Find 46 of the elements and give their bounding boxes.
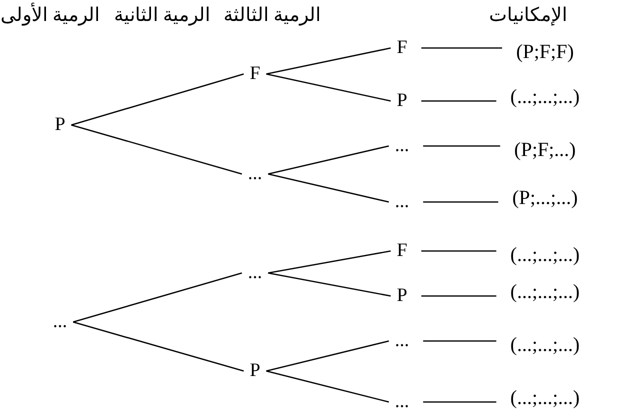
tree-node-label: ... (248, 261, 262, 285)
outcome-text: (...;...;...) (510, 386, 580, 410)
column-header: الإمكانيات (489, 4, 567, 28)
tree-node-label: F (250, 62, 260, 86)
outcome-line (423, 145, 500, 147)
column-header: الرمية الثالثة (223, 4, 321, 28)
column-header: الرمية الأولى (0, 4, 100, 28)
tree-node-label: ... (394, 134, 410, 158)
tree-node-label: ... (52, 310, 68, 334)
tree-branch (266, 370, 390, 403)
outcome-text: (...;...;...) (510, 280, 580, 304)
column-header: الرمية الثانية (114, 4, 210, 28)
tree-branch (71, 73, 244, 126)
tree-node-label: ... (394, 329, 410, 353)
tree-node-label: P (250, 359, 260, 383)
outcome-text: (P;F;...) (514, 138, 576, 162)
outcome-text: (P;F;F) (516, 40, 574, 64)
outcome-line (423, 201, 498, 203)
tree-branch (71, 124, 242, 175)
outcome-line (423, 340, 496, 342)
outcome-line (421, 47, 502, 49)
tree-node-label: F (396, 239, 408, 263)
outcome-text: (P;...;...) (512, 186, 578, 210)
outcome-text: (...;...;...) (510, 243, 580, 267)
tree-node-label: F (396, 36, 408, 60)
tree-node-label: ... (394, 190, 410, 214)
tree-branch (266, 73, 391, 102)
tree-branch (72, 321, 244, 372)
tree-branch (268, 250, 391, 274)
outcome-line (423, 401, 496, 403)
outcome-line (421, 295, 496, 297)
tree-branch (72, 272, 242, 323)
tree-branch (268, 173, 390, 203)
tree-node-label: P (396, 89, 408, 113)
tree-branch (268, 145, 390, 175)
tree-node-label: P (396, 284, 408, 308)
tree-node-label: ... (394, 390, 410, 414)
outcome-text: (...;...;...) (510, 85, 580, 109)
outcome-line (421, 250, 496, 252)
tree-branch (266, 47, 391, 75)
tree-node-label: ... (248, 162, 262, 186)
outcome-text: (...;...;...) (510, 333, 580, 357)
tree-branch (266, 340, 390, 372)
tree-branch (268, 272, 391, 297)
tree-node-label: P (54, 113, 66, 137)
outcome-line (421, 100, 496, 102)
